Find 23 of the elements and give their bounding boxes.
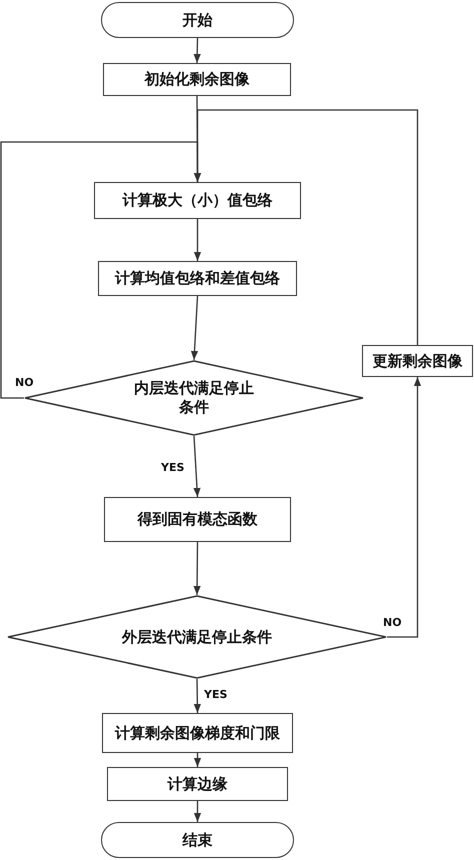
process-box: 计算均值包络和差值包络	[98, 261, 297, 296]
process-box: 计算剩余图像梯度和门限	[102, 713, 293, 753]
arrow	[190, 296, 198, 360]
edge-label: YES	[160, 462, 186, 474]
arrow	[193, 542, 201, 595]
arrow	[194, 219, 202, 261]
edge-label: NO	[382, 617, 403, 629]
arrow	[193, 436, 201, 498]
process-box: 更新剩余图像	[362, 345, 473, 377]
arrow	[194, 753, 202, 767]
terminal-box: 开始	[101, 2, 294, 38]
process-box: 计算极大（小）值包络	[94, 182, 301, 219]
edge-label: YES	[203, 689, 228, 701]
arrow	[194, 38, 201, 64]
terminal-box: 结束	[101, 822, 294, 858]
arrow	[194, 109, 418, 345]
arrow	[387, 377, 422, 638]
arrow	[194, 801, 202, 822]
process-box: 计算边缘	[107, 767, 288, 801]
arrow	[194, 679, 201, 713]
process-box: 得到固有模态函数	[104, 497, 291, 542]
process-box: 初始化剩余图像	[103, 63, 291, 96]
edge-label: NO	[14, 377, 35, 389]
